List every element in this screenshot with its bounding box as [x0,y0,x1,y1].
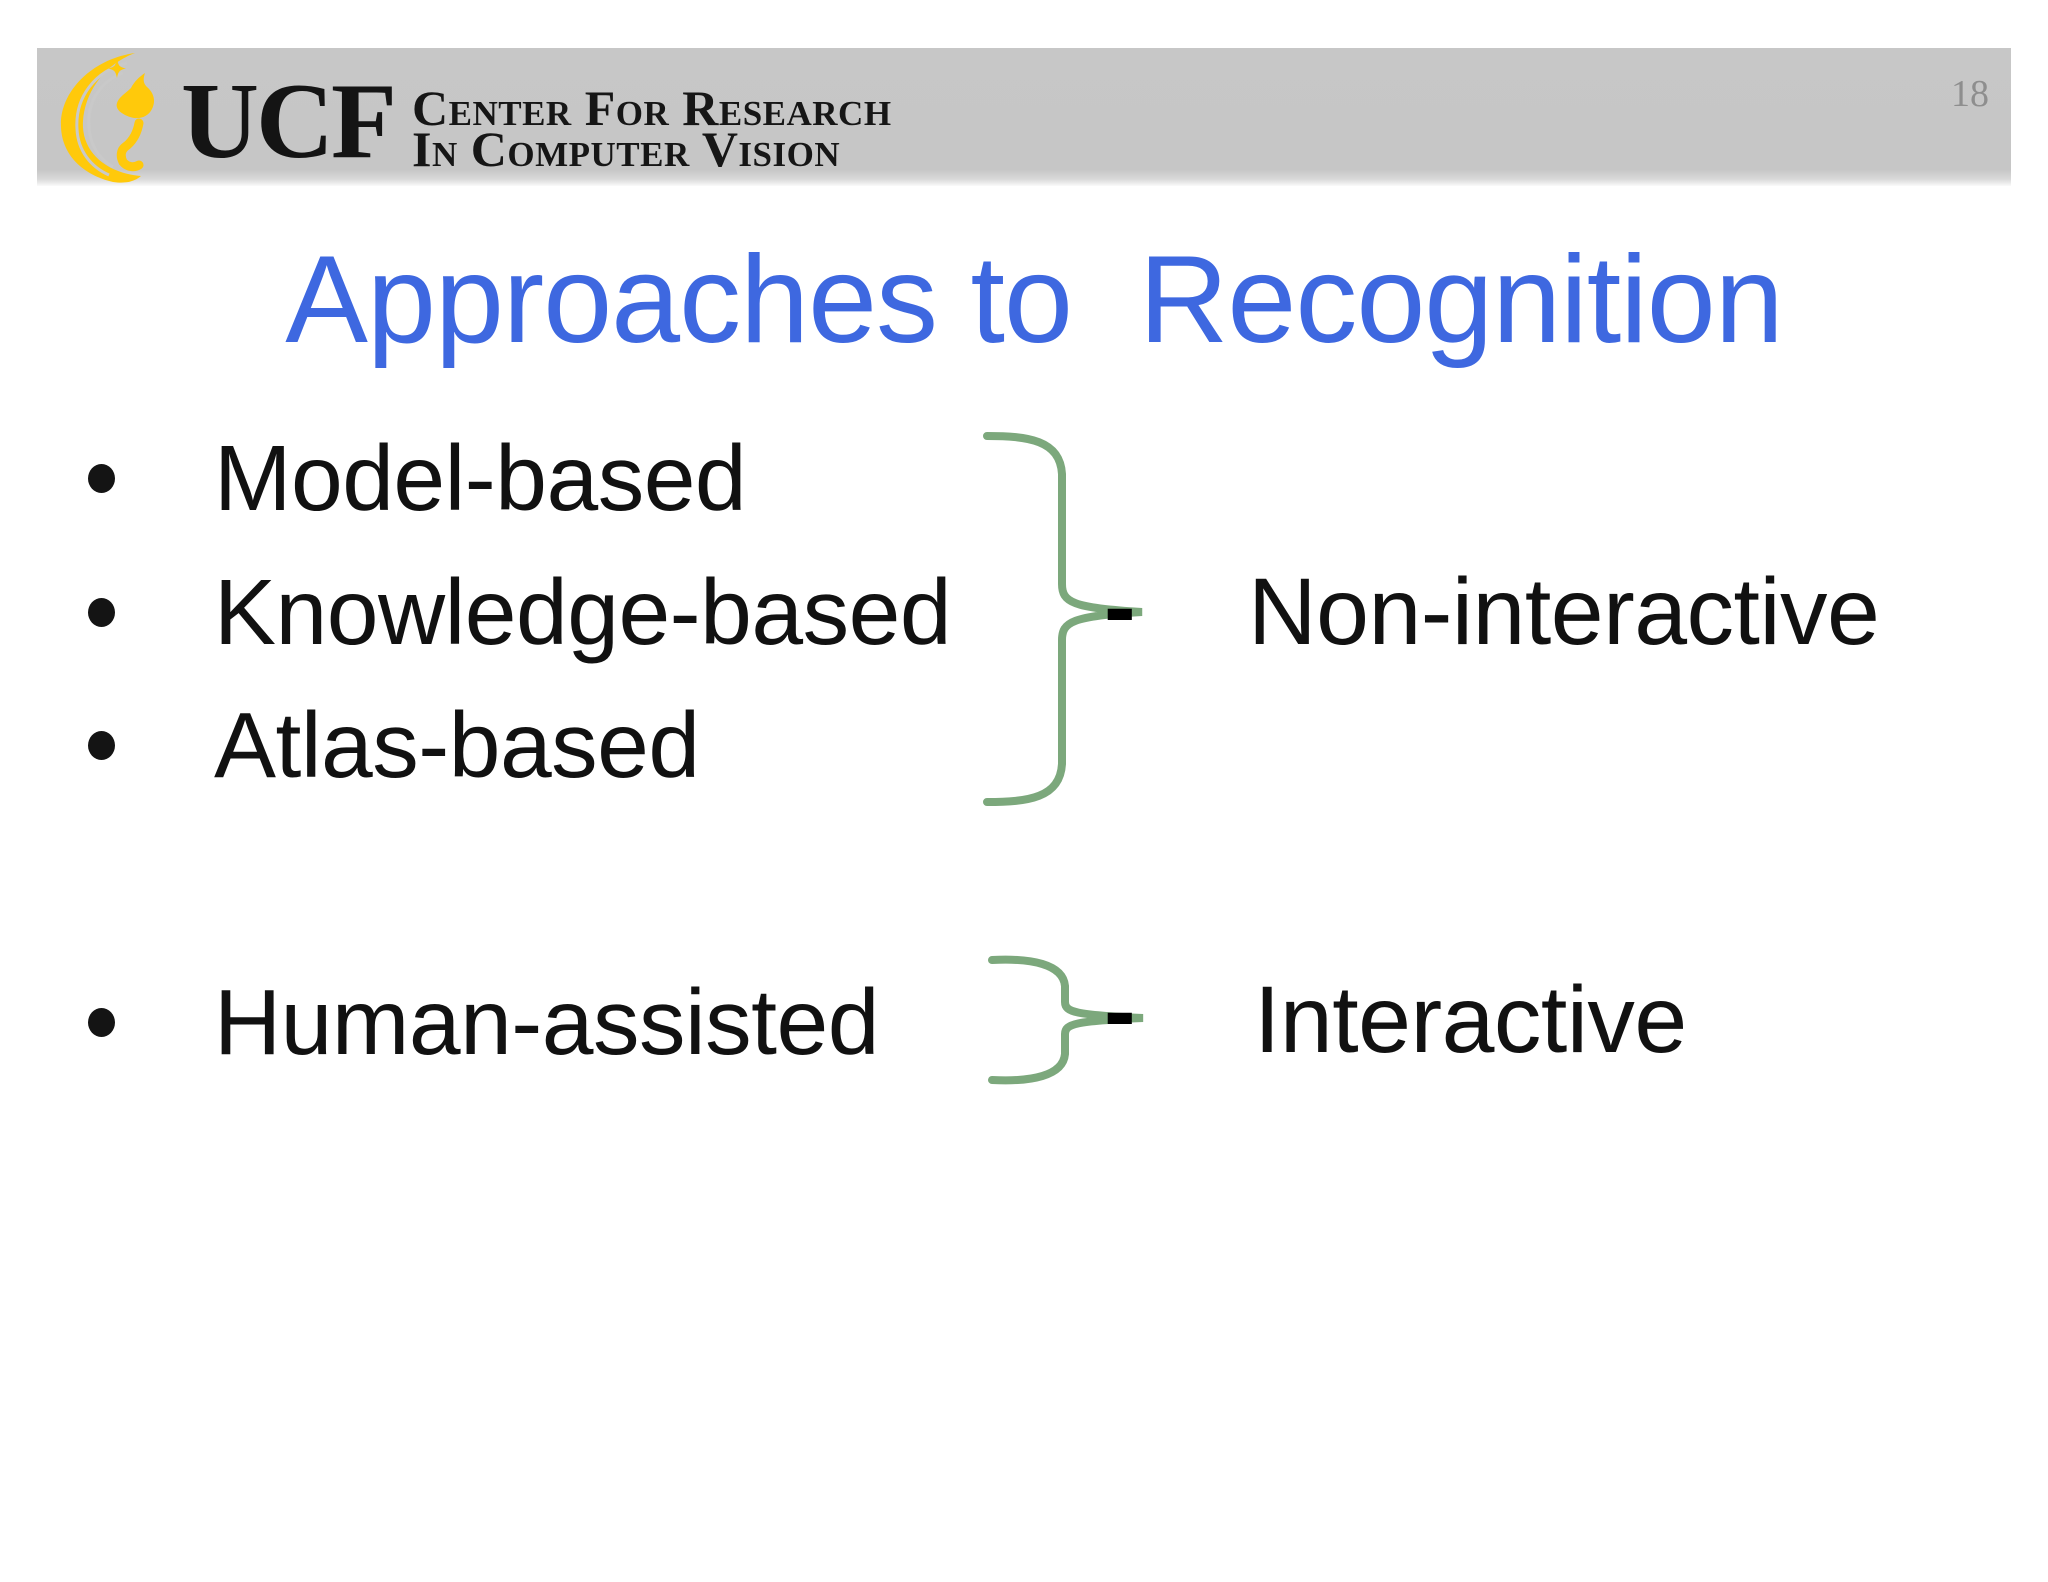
slide-title: Approaches to Recognition [285,231,1783,369]
org-name-line2: In Computer Vision [412,121,841,177]
bullet-item-knowledge-based: Knowledge-based [0,557,952,667]
dash-connector: - [1104,554,1136,660]
annotation-non-interactive: Non-interactive [1248,559,1880,665]
dash-connector: - [1104,958,1136,1064]
header-band: UCF Center For Research In Computer Visi… [37,48,2011,186]
brace-path [988,955,1144,1085]
bullet-item-human-assisted: Human-assisted [0,967,879,1077]
bullet-label: Atlas-based [214,692,700,797]
pegasus-head [116,73,155,119]
slide-page-number: 18 [1951,73,1989,115]
annotation-interactive: Interactive [1254,967,1687,1073]
org-name-line1: Center For Research [412,80,892,136]
bullet-dot-icon [88,463,115,493]
bullet-item-model-based: Model-based [0,423,747,533]
bullet-label: Knowledge-based [214,559,952,664]
bullet-dot-icon [88,1007,115,1037]
ucf-logo-text: UCF [181,62,397,181]
brace-non-interactive-icon [983,432,1143,806]
star-sparkle-icon [108,59,126,78]
bullet-label: Human-assisted [214,969,879,1074]
bullet-dot-icon [88,730,115,760]
pegasus-leg [116,118,144,172]
ucf-pegasus-logo-icon [60,53,155,183]
brace-interactive-icon [988,955,1144,1085]
brace-path [983,432,1143,806]
bullet-item-atlas-based: Atlas-based [0,690,700,800]
bullet-label: Model-based [214,425,747,530]
pegasus-feather-line [75,61,128,177]
org-name: Center For Research In Computer Vision [412,80,892,177]
bullet-dot-icon [88,597,115,627]
pegasus-feather-line [87,71,124,169]
